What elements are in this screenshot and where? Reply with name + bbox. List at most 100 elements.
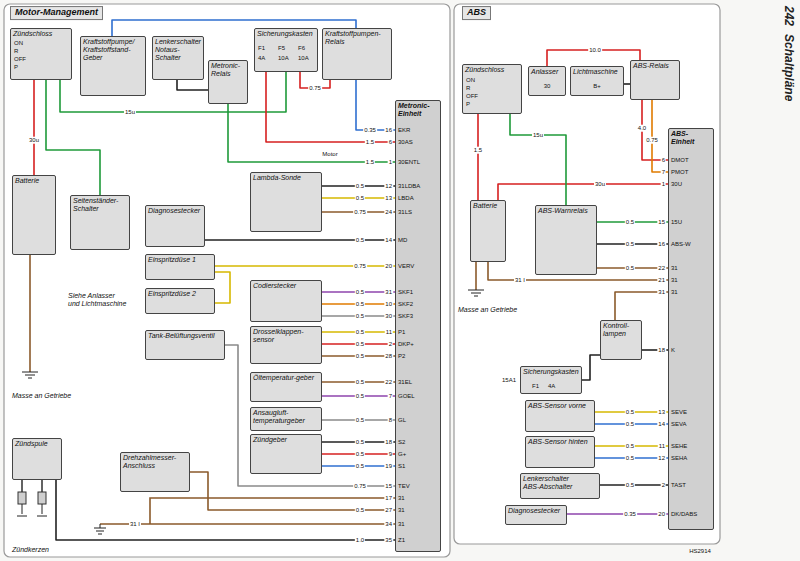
pin-name: DMOT bbox=[671, 157, 689, 164]
pin-number: 18 bbox=[657, 347, 666, 354]
pin-name: P1 bbox=[398, 329, 405, 336]
component-box: Lambda-Sonde bbox=[250, 172, 322, 232]
wire-gauge: 0.5 bbox=[625, 409, 635, 416]
pin-number: 2 bbox=[388, 341, 393, 348]
pin-name: 31 bbox=[671, 265, 678, 272]
component-name: Kontroll-lampen bbox=[603, 322, 639, 338]
wire-gauge: 0.5 bbox=[355, 439, 365, 446]
component-box: Einspritzdüse 2 bbox=[145, 288, 215, 314]
pin-number: 30 bbox=[384, 313, 393, 320]
component-box: Anlasser bbox=[528, 66, 566, 96]
pin-number: 7 bbox=[388, 393, 393, 400]
pin-number: 31 bbox=[384, 289, 393, 296]
component-name: ABS-Sensor vorne bbox=[528, 402, 592, 410]
pin-number: 15 bbox=[657, 219, 666, 226]
wire-gauge: 4.0 bbox=[637, 125, 647, 132]
component-box: Kontroll-lampen bbox=[600, 320, 642, 360]
fuse-rating: 10A bbox=[278, 55, 289, 62]
wire bbox=[112, 20, 356, 36]
component-box: Sicherungskasten bbox=[520, 366, 582, 394]
fuse-rating: 10A bbox=[298, 55, 309, 62]
pin-number: 20 bbox=[384, 263, 393, 270]
pin-name: VERV bbox=[398, 263, 414, 270]
pin-number: 34 bbox=[384, 521, 393, 528]
wire bbox=[215, 272, 230, 303]
section-title: Motor-Management bbox=[10, 6, 103, 20]
pin-name: PMOT bbox=[671, 169, 688, 176]
ground-symbol bbox=[22, 372, 38, 378]
pin-name: S1 bbox=[398, 463, 405, 470]
ground-label: Masse an Getriebe bbox=[458, 306, 518, 314]
component-name: Einspritzdüse 1 bbox=[148, 256, 212, 264]
pin-name: SEHA bbox=[671, 455, 687, 462]
pin-name: SKF1 bbox=[398, 289, 413, 296]
component-box: Zündschloss bbox=[10, 28, 72, 80]
pin-name: MD bbox=[398, 237, 407, 244]
wire-gauge: 0.5 bbox=[355, 463, 365, 470]
wire-gauge: 15u bbox=[532, 132, 544, 139]
component-name: ABS-Sensor hinten bbox=[528, 438, 592, 446]
pin-name: TAST bbox=[671, 482, 686, 489]
spark-plug-symbol bbox=[38, 492, 46, 504]
ground-symbol bbox=[94, 524, 106, 534]
component-note: Notaus-Schalter bbox=[155, 46, 201, 62]
component-box: Diagnosestecker bbox=[505, 505, 567, 525]
ground-symbol bbox=[468, 290, 484, 296]
component-name: Drehzahlmesser-Anschluss bbox=[123, 454, 187, 470]
component-box: Tank-Belüftungsventil bbox=[145, 330, 225, 360]
component-box: LenkerschalterNotaus-Schalter bbox=[152, 36, 204, 80]
wire bbox=[228, 104, 395, 162]
component-name: ABS-Relais bbox=[633, 62, 677, 70]
fuse-label: F5 bbox=[278, 45, 285, 52]
wire-gauge: 0.5 bbox=[355, 329, 365, 336]
panel bbox=[454, 4, 720, 544]
wire bbox=[567, 513, 668, 515]
wire bbox=[205, 239, 395, 241]
component-box: Zündschloss bbox=[462, 64, 522, 114]
pin-name: 31EL bbox=[398, 379, 412, 386]
component-name: Seitenständer-Schalter bbox=[73, 197, 127, 213]
wire bbox=[33, 80, 35, 175]
pin-name: 31LDBA bbox=[398, 183, 420, 190]
component-name: Lichtmaschine bbox=[573, 68, 621, 76]
pin-name: 30ENTL bbox=[398, 159, 420, 166]
wire-gauge: 0.5 bbox=[355, 353, 365, 360]
wire-gauge: 0.5 bbox=[355, 451, 365, 458]
wire-gauge: 31 I bbox=[514, 277, 526, 284]
component-box: Zündgeber bbox=[250, 434, 322, 474]
wire-gauge: 0.5 bbox=[355, 301, 365, 308]
pin-number: 11 bbox=[385, 329, 393, 336]
component-name: Zündgeber bbox=[253, 436, 319, 444]
page-number: 242 bbox=[782, 6, 795, 26]
pin-name: Z1 bbox=[398, 537, 405, 544]
wire-gauge: 0.5 bbox=[625, 443, 635, 450]
spark-plug-symbol bbox=[17, 504, 47, 516]
component-name: Sicherungskasten bbox=[257, 30, 315, 38]
component-box: LenkerschalterABS-Abschalter bbox=[520, 473, 600, 499]
component-box: Seitenständer-Schalter bbox=[70, 195, 130, 250]
pin-number: 6 bbox=[388, 139, 393, 146]
pin-number: 17 bbox=[384, 495, 393, 502]
component-box: Batterie bbox=[12, 175, 56, 255]
component-box: ABS-Sensor hinten bbox=[525, 436, 595, 468]
component-box: Kraftstoffpumpe/ Kraftstoffstand-Geber bbox=[80, 36, 146, 96]
wire-gauge: 0.5 bbox=[625, 455, 635, 462]
fuse-rating: 4A bbox=[258, 55, 265, 62]
pin-number: 10 bbox=[384, 301, 393, 308]
pin-number: 14 bbox=[384, 237, 393, 244]
pin-number: 18 bbox=[384, 439, 393, 446]
wire-gauge: 0.5 bbox=[625, 421, 635, 428]
pin-name: 31 bbox=[398, 507, 405, 514]
component-name: Ansaugluft-temperaturgeber bbox=[253, 409, 319, 425]
wire-gauge: 15u bbox=[124, 109, 136, 116]
wire bbox=[582, 355, 600, 380]
component-name: Öltemperatur-geber bbox=[253, 374, 319, 382]
pin-name: 30U bbox=[671, 181, 682, 188]
pin-number: 8 bbox=[388, 417, 393, 424]
wire-gauge: 0.5 bbox=[625, 265, 635, 272]
component-box: Diagnosestecker bbox=[145, 205, 205, 247]
pin-name: DK/DABS bbox=[671, 511, 697, 518]
pin-name: 31 bbox=[398, 521, 405, 528]
wire-gauge: 0.5 bbox=[355, 237, 365, 244]
component-name: Batterie bbox=[473, 202, 503, 210]
